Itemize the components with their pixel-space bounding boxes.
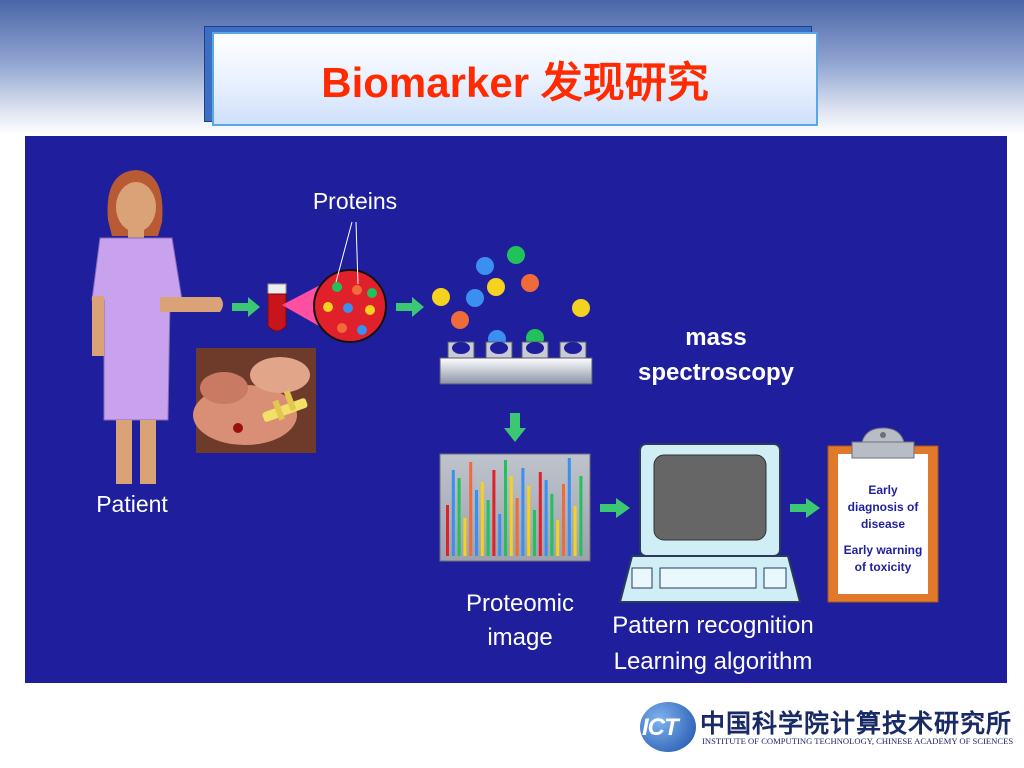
pattern-recognition-label: Pattern recognition: [612, 612, 814, 639]
spectrum-peak: [451, 470, 455, 556]
institute-logo: ICT 中国科学院计算技术研究所 INSTITUTE OF COMPUTING …: [640, 700, 1013, 756]
spectrum-peak: [463, 518, 467, 556]
learning-algorithm-label: Learning algorithm: [613, 648, 813, 675]
mass-spectroscopy-line1: mass: [685, 324, 747, 351]
proteomic-image-line1: Proteomic: [465, 590, 575, 617]
proteomic-spectrum: [439, 453, 591, 562]
proteins-pointer-line-2: [355, 221, 359, 285]
spectrum-peak: [475, 490, 478, 556]
clipboard-item-early-diagnosis: Early diagnosis of disease: [847, 483, 919, 531]
protein-sample-circle: [313, 269, 387, 343]
patient-neck: [128, 226, 144, 240]
spectrum-peak: [538, 472, 542, 556]
arrow-1: [232, 297, 260, 317]
spectrum-peak: [544, 480, 548, 556]
mass-spec-tray: [439, 341, 593, 385]
spectrum-peak: [567, 458, 571, 556]
patient-leg-right: [140, 420, 156, 484]
blood-tube: [267, 283, 287, 332]
spectrum-peak: [509, 476, 513, 556]
spectrum-peak: [498, 514, 502, 556]
mass-spectroscopy-line2: spectroscopy: [637, 359, 795, 386]
spectrum-peak: [573, 506, 577, 556]
patient-figure: [91, 170, 223, 484]
clipboard-item-early-warning: Early warning of toxicity: [843, 543, 923, 574]
spectrum-peak: [446, 505, 449, 556]
spectrum-peak: [527, 486, 531, 556]
patient-dress: [91, 237, 183, 421]
spectrum-peak: [469, 462, 473, 556]
logo-abbreviation: ICT: [642, 714, 679, 741]
spectrum-bars: [446, 458, 583, 556]
spectrum-peak: [521, 468, 525, 556]
patient-arm: [160, 297, 223, 312]
title-box: Biomarker 发现研究: [212, 32, 818, 126]
ict-logo-icon: [640, 702, 696, 752]
spectrum-peak: [550, 494, 554, 556]
patient-leg-left: [116, 420, 132, 484]
proteins-label: Proteins: [312, 188, 398, 214]
computer: [618, 443, 802, 603]
patient-left-arm: [92, 296, 104, 356]
spectrum-peak: [579, 476, 583, 556]
spectrum-peak: [504, 460, 507, 556]
spectrum-peak: [480, 482, 484, 556]
arrow-down: [504, 413, 526, 442]
spectrum-peak: [515, 498, 519, 556]
arrow-2: [396, 297, 424, 317]
page-title: Biomarker 发现研究: [321, 58, 709, 106]
spectrum-peak: [533, 510, 536, 556]
spectrum-peak: [486, 500, 490, 556]
arrow-4: [790, 498, 820, 518]
spectrum-peak: [562, 484, 565, 556]
logo-chinese-name: 中国科学院计算技术研究所: [700, 709, 1013, 738]
patient-label: Patient: [96, 491, 168, 517]
proteins-pointer-line-1: [335, 221, 353, 283]
patient-face: [116, 182, 156, 232]
spectrum-peak: [556, 520, 560, 556]
finger-prick-photo: [193, 348, 316, 453]
logo-english-name: INSTITUTE OF COMPUTING TECHNOLOGY, CHINE…: [702, 736, 1014, 746]
proteomic-image-line2: image: [487, 624, 553, 651]
clipboard: [827, 427, 939, 603]
spectrum-peak: [492, 470, 496, 556]
arrow-3: [600, 498, 630, 518]
spectrum-peak: [457, 478, 461, 556]
flying-proteins: [432, 246, 590, 348]
